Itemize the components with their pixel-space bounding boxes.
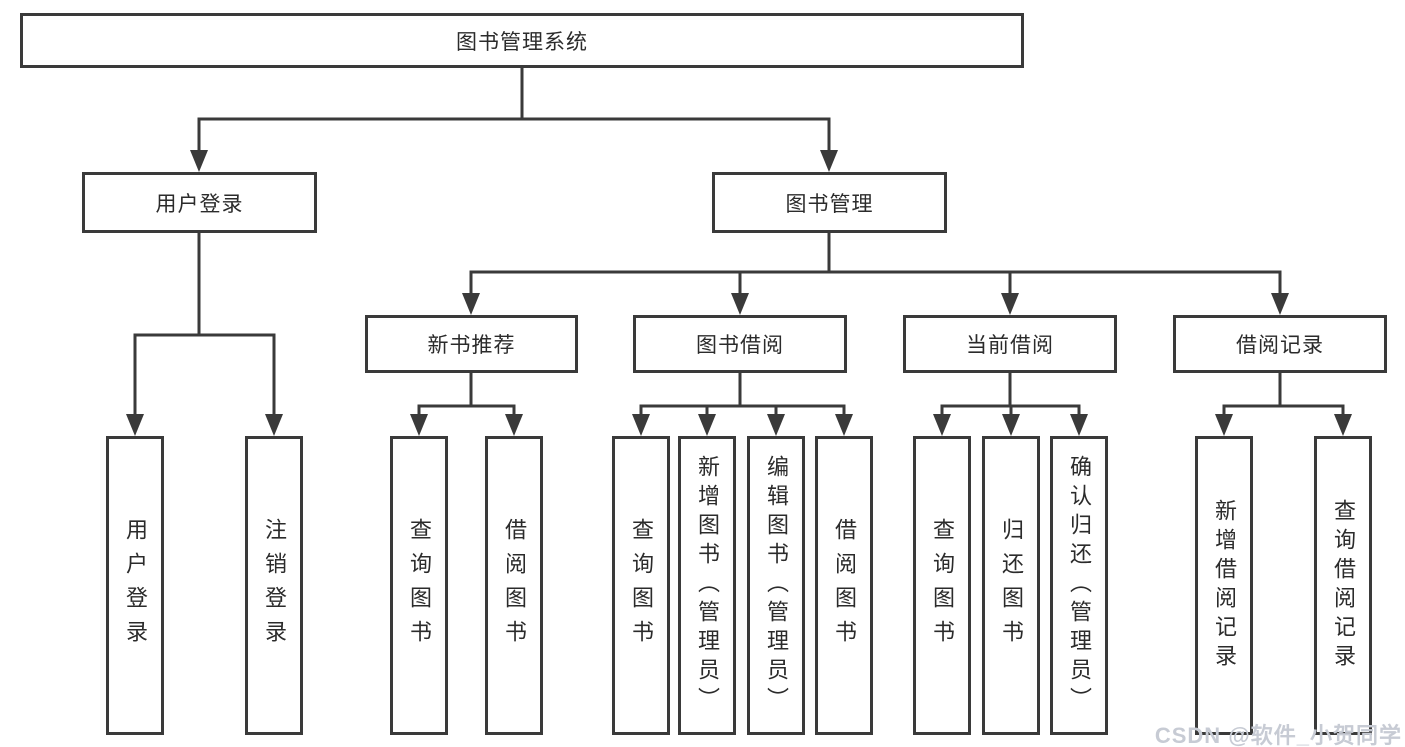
leaf-borrow-books-recommend-label: 借阅图书 <box>502 517 527 654</box>
node-current-borrow: 当前借阅 <box>903 315 1117 373</box>
leaf-query-books-borrow: 查询图书 <box>612 436 670 735</box>
leaf-add-book-admin-label: 新增图书（管理员） <box>695 455 720 716</box>
leaf-add-borrow-record-label: 新增借阅记录 <box>1212 498 1237 673</box>
node-book-borrow: 图书借阅 <box>633 315 847 373</box>
leaf-borrow-books-recommend: 借阅图书 <box>485 436 543 735</box>
leaf-edit-book-admin-label: 编辑图书（管理员） <box>764 455 789 716</box>
leaf-user-login-label: 用户登录 <box>123 517 148 654</box>
node-user-login-label: 用户登录 <box>155 192 244 216</box>
node-book-management-label: 图书管理 <box>785 192 874 216</box>
leaf-query-books-current-label: 查询图书 <box>930 517 955 654</box>
leaf-query-books-borrow-label: 查询图书 <box>629 517 654 654</box>
leaf-query-books-current: 查询图书 <box>913 436 971 735</box>
leaf-query-borrow-record: 查询借阅记录 <box>1314 436 1372 735</box>
node-new-book-recommend-label: 新书推荐 <box>427 334 516 357</box>
node-borrow-records: 借阅记录 <box>1173 315 1387 373</box>
node-borrow-records-label: 借阅记录 <box>1236 334 1324 357</box>
leaf-borrow-books-label: 借阅图书 <box>832 517 857 654</box>
node-book-borrow-label: 图书借阅 <box>696 334 784 357</box>
leaf-confirm-return-admin-label: 确认归还（管理员） <box>1067 455 1092 716</box>
node-new-book-recommend: 新书推荐 <box>365 315 578 373</box>
node-root-label: 图书管理系统 <box>456 30 588 54</box>
leaf-query-books-recommend: 查询图书 <box>390 436 448 735</box>
leaf-return-book: 归还图书 <box>982 436 1040 735</box>
leaf-borrow-books: 借阅图书 <box>815 436 873 735</box>
leaf-query-borrow-record-label: 查询借阅记录 <box>1331 498 1356 673</box>
csdn-watermark: CSDN @软件_小贺同学 <box>1154 723 1402 747</box>
leaf-logout-label: 注销登录 <box>262 517 287 654</box>
leaf-user-login: 用户登录 <box>106 436 164 735</box>
leaf-add-borrow-record: 新增借阅记录 <box>1195 436 1253 735</box>
node-current-borrow-label: 当前借阅 <box>966 334 1054 357</box>
leaf-return-book-label: 归还图书 <box>999 517 1024 654</box>
leaf-edit-book-admin: 编辑图书（管理员） <box>747 436 805 735</box>
node-user-login: 用户登录 <box>82 172 317 233</box>
node-book-management: 图书管理 <box>712 172 947 233</box>
leaf-query-books-recommend-label: 查询图书 <box>407 517 432 654</box>
leaf-logout: 注销登录 <box>245 436 303 735</box>
leaf-confirm-return-admin: 确认归还（管理员） <box>1050 436 1108 735</box>
node-root: 图书管理系统 <box>20 13 1024 68</box>
leaf-add-book-admin: 新增图书（管理员） <box>678 436 736 735</box>
